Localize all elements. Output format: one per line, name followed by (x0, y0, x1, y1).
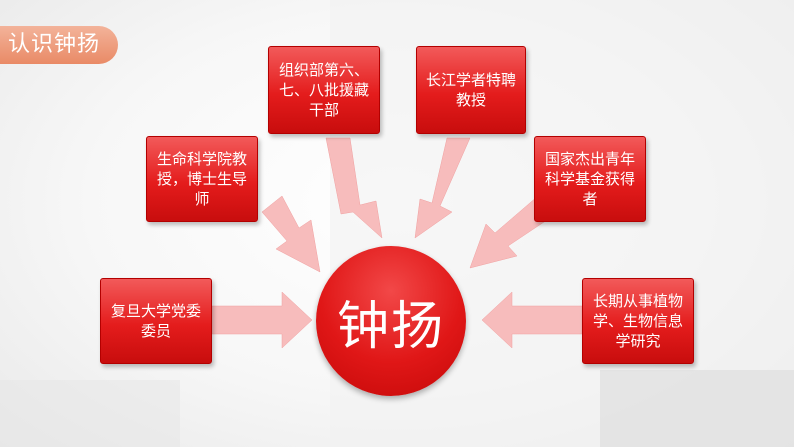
node-bottom-right-label: 长期从事植物学、生物信息学研究 (592, 292, 683, 350)
node-mid-left-label: 生命科学院教授，博士生导师 (156, 150, 247, 208)
arrow-mid-left (261, 195, 321, 273)
arrow-bottom-right (481, 291, 583, 349)
node-bottom-left-label: 复旦大学党委委员 (110, 302, 201, 340)
center-circle: 钟扬 (316, 246, 466, 396)
node-top-right: 长江学者特聘教授 (416, 46, 526, 134)
node-mid-left: 生命科学院教授，博士生导师 (146, 136, 258, 222)
arrow-top-right (414, 137, 471, 239)
node-mid-right: 国家杰出青年科学基金获得者 (534, 136, 646, 222)
node-bottom-right: 长期从事植物学、生物信息学研究 (582, 278, 694, 364)
center-label: 钟扬 (336, 296, 445, 357)
node-top-left-label: 组织部第六、七、八批援藏干部 (278, 61, 369, 119)
section-title-tag: 认识钟扬 (0, 26, 118, 64)
arrow-top-left (325, 137, 383, 239)
arrow-bottom-left (211, 291, 313, 349)
node-top-left: 组织部第六、七、八批援藏干部 (268, 46, 380, 134)
node-bottom-left: 复旦大学党委委员 (100, 278, 212, 364)
node-top-right-label: 长江学者特聘教授 (425, 71, 516, 109)
node-mid-right-label: 国家杰出青年科学基金获得者 (544, 150, 635, 208)
